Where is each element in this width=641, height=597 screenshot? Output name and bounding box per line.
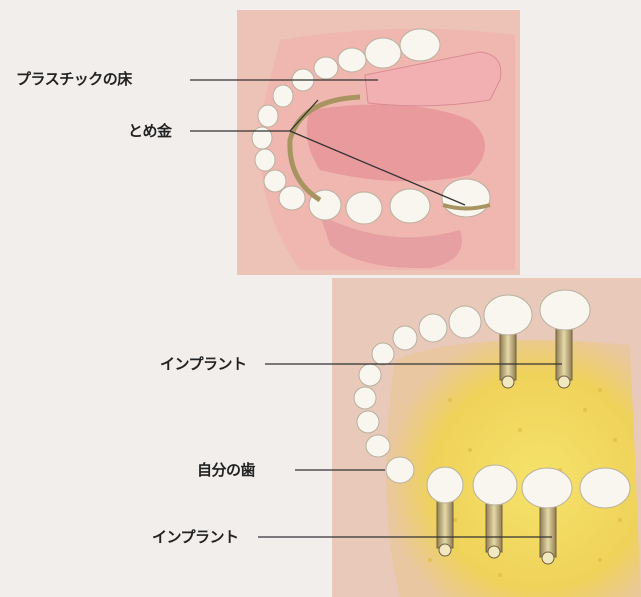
implant-panel	[332, 278, 641, 597]
label-plastic-base: プラスチックの床	[16, 68, 132, 89]
label-implant-lower: インプラント	[152, 526, 239, 547]
palate	[307, 104, 485, 181]
label-implant-upper: インプラント	[160, 353, 247, 374]
label-own-tooth: 自分の歯	[197, 459, 255, 480]
denture-panel	[237, 10, 520, 275]
label-clasp: とめ金	[128, 120, 172, 141]
